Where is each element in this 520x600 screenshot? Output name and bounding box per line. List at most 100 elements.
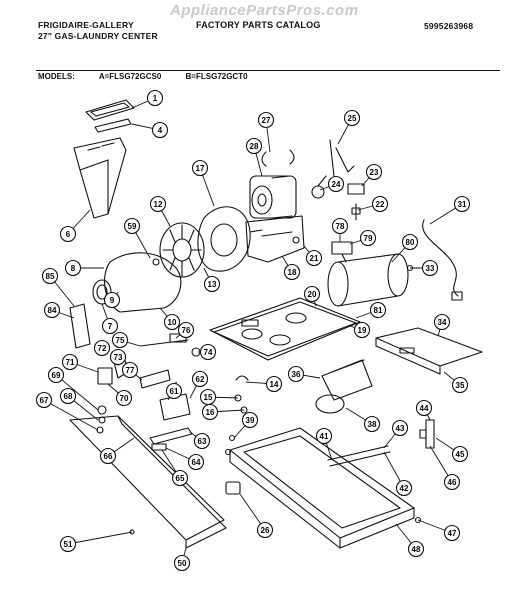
callout-number-28: 28 (250, 142, 259, 151)
callout-number-16: 16 (206, 408, 215, 417)
callout-36: 36 (287, 365, 321, 383)
callout-circle-21 (305, 249, 323, 267)
idler-arm (329, 139, 355, 177)
top-panel (375, 327, 483, 375)
callout-number-77: 77 (126, 366, 135, 375)
callout-64: 64 (165, 447, 205, 471)
callout-62: 62 (189, 370, 209, 399)
callout-72: 72 (93, 339, 111, 357)
callout-25: 25 (337, 109, 361, 145)
callout-number-62: 62 (196, 375, 205, 384)
callout-number-34: 34 (438, 318, 447, 327)
callout-circle-10 (163, 313, 181, 331)
callout-circle-7 (101, 317, 119, 335)
callout-circle-34 (433, 313, 451, 331)
callout-84: 84 (43, 301, 75, 319)
callout-number-81: 81 (374, 306, 383, 315)
callout-circle-81 (369, 301, 387, 319)
callout-circle-25 (343, 109, 361, 127)
igniter (139, 369, 171, 389)
callout-44: 44 (415, 399, 433, 421)
callout-circle-63 (193, 432, 211, 450)
callout-circle-17 (191, 159, 209, 177)
lint-duct (73, 137, 127, 219)
callout-circle-46 (443, 473, 461, 491)
callout-number-76: 76 (182, 326, 191, 335)
callout-circle-12 (149, 195, 167, 213)
callout-number-27: 27 (262, 116, 271, 125)
lint-screen (85, 99, 135, 121)
callout-number-26: 26 (261, 526, 270, 535)
callout-circle-50 (173, 554, 191, 572)
callout-number-69: 69 (52, 371, 61, 380)
callout-circle-18 (283, 263, 301, 281)
callout-38: 38 (345, 407, 381, 433)
callout-circle-42 (395, 479, 413, 497)
callout-67: 67 (35, 391, 99, 431)
callout-circle-70 (115, 389, 133, 407)
callout-number-22: 22 (376, 200, 385, 209)
callout-16: 16 (201, 403, 245, 421)
callout-14: 14 (245, 375, 283, 393)
callout-circle-59 (123, 217, 141, 235)
callout-50: 50 (173, 547, 191, 572)
brand-title: FRIGIDAIRE-GALLERY (38, 20, 134, 30)
callout-circle-14 (265, 375, 283, 393)
callout-39: 39 (233, 411, 259, 439)
callout-number-7: 7 (108, 322, 113, 331)
callout-81: 81 (355, 301, 387, 319)
base-plate (209, 297, 361, 361)
callout-13: 13 (203, 267, 221, 293)
callout-85: 85 (41, 267, 75, 307)
callout-41: 41 (315, 427, 333, 461)
callout-19: 19 (349, 321, 371, 339)
callout-77: 77 (121, 361, 143, 381)
callout-circle-24 (327, 175, 345, 193)
callout-circle-1 (146, 89, 164, 107)
hinge-strip (149, 427, 193, 451)
watermark: AppliancePartsPros.com (170, 2, 359, 19)
callout-26: 26 (239, 493, 274, 539)
callout-number-61: 61 (170, 387, 179, 396)
callout-28: 28 (245, 137, 263, 177)
leader-line-51 (67, 531, 133, 545)
models-line: MODELS: A=FLSG72GCS0 B=FLSG72GCT0 (38, 72, 270, 81)
callout-circle-44 (415, 399, 433, 417)
base-frame (225, 427, 415, 549)
callout-circle-38 (363, 415, 381, 433)
callout-1: 1 (131, 89, 164, 109)
callout-6: 6 (59, 209, 91, 243)
callout-number-15: 15 (204, 393, 213, 402)
callout-42: 42 (383, 451, 413, 497)
callout-circle-23 (365, 163, 383, 181)
callout-7: 7 (101, 303, 119, 335)
callout-number-24: 24 (332, 180, 341, 189)
callout-number-9: 9 (110, 296, 115, 305)
idler-pulley (311, 175, 327, 199)
callout-number-6: 6 (66, 230, 71, 239)
callout-34: 34 (433, 313, 451, 337)
callout-47: 47 (417, 519, 461, 542)
callout-8: 8 (64, 259, 104, 277)
callout-circle-61 (165, 382, 183, 400)
callout-circle-26 (256, 521, 274, 539)
callout-20: 20 (303, 285, 321, 307)
callout-number-46: 46 (448, 478, 457, 487)
callout-circle-41 (315, 427, 333, 445)
leader-line-69 (55, 374, 99, 411)
callout-number-50: 50 (178, 559, 187, 568)
callout-number-42: 42 (400, 484, 409, 493)
callout-9: 9 (103, 291, 121, 309)
callout-24: 24 (319, 175, 345, 193)
callout-18: 18 (281, 255, 301, 281)
callout-number-12: 12 (154, 200, 163, 209)
callout-circle-20 (303, 285, 321, 303)
callout-76: 76 (175, 321, 195, 339)
callout-number-72: 72 (98, 344, 107, 353)
fasteners-left (96, 405, 107, 434)
callout-circle-22 (371, 195, 389, 213)
callout-number-65: 65 (176, 474, 185, 483)
callout-75: 75 (111, 331, 141, 349)
callout-70: 70 (107, 383, 133, 407)
